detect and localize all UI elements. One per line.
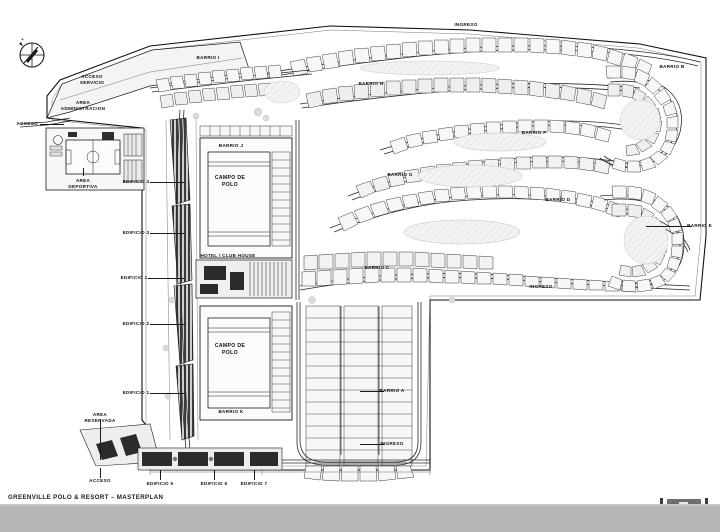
label-barrio-k: BARRIO K [218,409,243,415]
label-line: EDIFICIO 3 [122,230,150,235]
label-acceso-oeste: ACCESO [17,121,38,127]
leader-ingreso-sur [360,444,384,445]
label-ingreso-norte: INGRESO [454,22,477,28]
label-edificio-6: EDIFICIO 6 [201,481,228,487]
leader-acceso-oeste [40,124,64,125]
label-edificio-2: EDIFICIO 2 [123,321,150,327]
logo-left-bar [660,498,663,509]
label-line: BARRIO H [358,81,384,86]
label-edificio-1: EDIFICIO 1 [121,275,148,281]
leader-edificio-1b [150,393,186,394]
label-line: BARRIO J [218,143,244,148]
label-barrio-i: BARRIO I [196,55,219,61]
label-line: EDIFICIO 1 [122,390,150,395]
logo-right-bar [705,498,708,509]
leader-area-reservada [100,420,101,460]
label-line: BARRIO I [196,55,220,60]
label-edificio-4: EDIFICIO 4 [123,179,150,185]
label-line: INGRESO [529,284,553,289]
label-edificio-1b: EDIFICIO 1 [123,390,150,396]
page-title: GREENVILLE POLO & RESORT – MASTERPLAN [8,494,164,501]
leader-edificio-4 [150,182,184,183]
leader-barrio-e [646,226,692,227]
logo-mark [667,499,701,508]
label-line: BARRIO C [364,265,390,270]
label-line: EDIFICIO 6 [200,481,228,486]
label-barrio-e: BARRIO E [687,223,712,229]
label-barrio-h: BARRIO H [358,81,383,87]
label-barrio-b: BARRIO B [659,64,684,70]
label-edificio-3: EDIFICIO 3 [123,230,150,236]
leader-edificio-5 [160,470,161,480]
label-barrio-c: BARRIO C [364,265,389,271]
compass-rose-north-icon: + [12,33,52,73]
label-line: EDIFICIO 7 [240,481,268,486]
label-barrio-f: BARRIO F [522,130,547,136]
leader-edificio-3 [150,233,184,234]
leader-edificio-1 [148,278,184,279]
label-barrio-d: BARRIO D [545,197,570,203]
leader-acceso-sur [100,468,101,478]
svg-text:+: + [21,37,24,43]
label-edificio-5: EDIFICIO 5 [147,481,174,487]
leader-edificio-6 [214,470,215,480]
label-line: ACCESO [16,121,38,126]
leader-edificio-7 [254,470,255,480]
leader-edificio-2 [150,324,186,325]
label-line: INGRESO [454,22,478,27]
label-line: BARRIO E [687,223,712,228]
label-ingreso-centro: INGRESO [529,284,552,290]
label-line: EDIFICIO 4 [122,179,150,184]
footer-bar [0,504,720,532]
site-plan-drawing: .lot { fill:#f7f7f7; stroke:#1c1c1c; str… [19,25,707,482]
label-barrio-g: BARRIO G [387,172,412,178]
label-hotel-club-house: HOTEL / CLUB HOUSE [200,253,255,259]
label-barrio-a: BARRIO A [380,388,405,394]
label-line: BARRIO K [218,409,244,414]
corner-logo [660,498,708,509]
label-edificio-7: EDIFICIO 7 [241,481,268,487]
label-line: EDIFICIO 2 [122,321,150,326]
label-line: ACCESO [89,478,111,483]
label-line: BARRIO B [659,64,685,69]
label-ingreso-sur: INGRESO [380,441,403,447]
leader-area-deportiva [83,168,84,176]
label-line: HOTEL / CLUB HOUSE [200,253,256,258]
label-line: EDIFICIO 1 [120,275,148,280]
label-barrio-j: BARRIO J [219,143,243,149]
label-line: BARRIO D [545,197,571,202]
label-line: BARRIO G [387,172,413,177]
label-line: BARRIO F [521,130,547,135]
label-acceso-sur: ACCESO [89,478,110,484]
label-line: EDIFICIO 5 [146,481,174,486]
leader-barrio-a [360,391,384,392]
label-line: INGRESO [380,441,404,446]
label-line: BARRIO A [379,388,405,393]
